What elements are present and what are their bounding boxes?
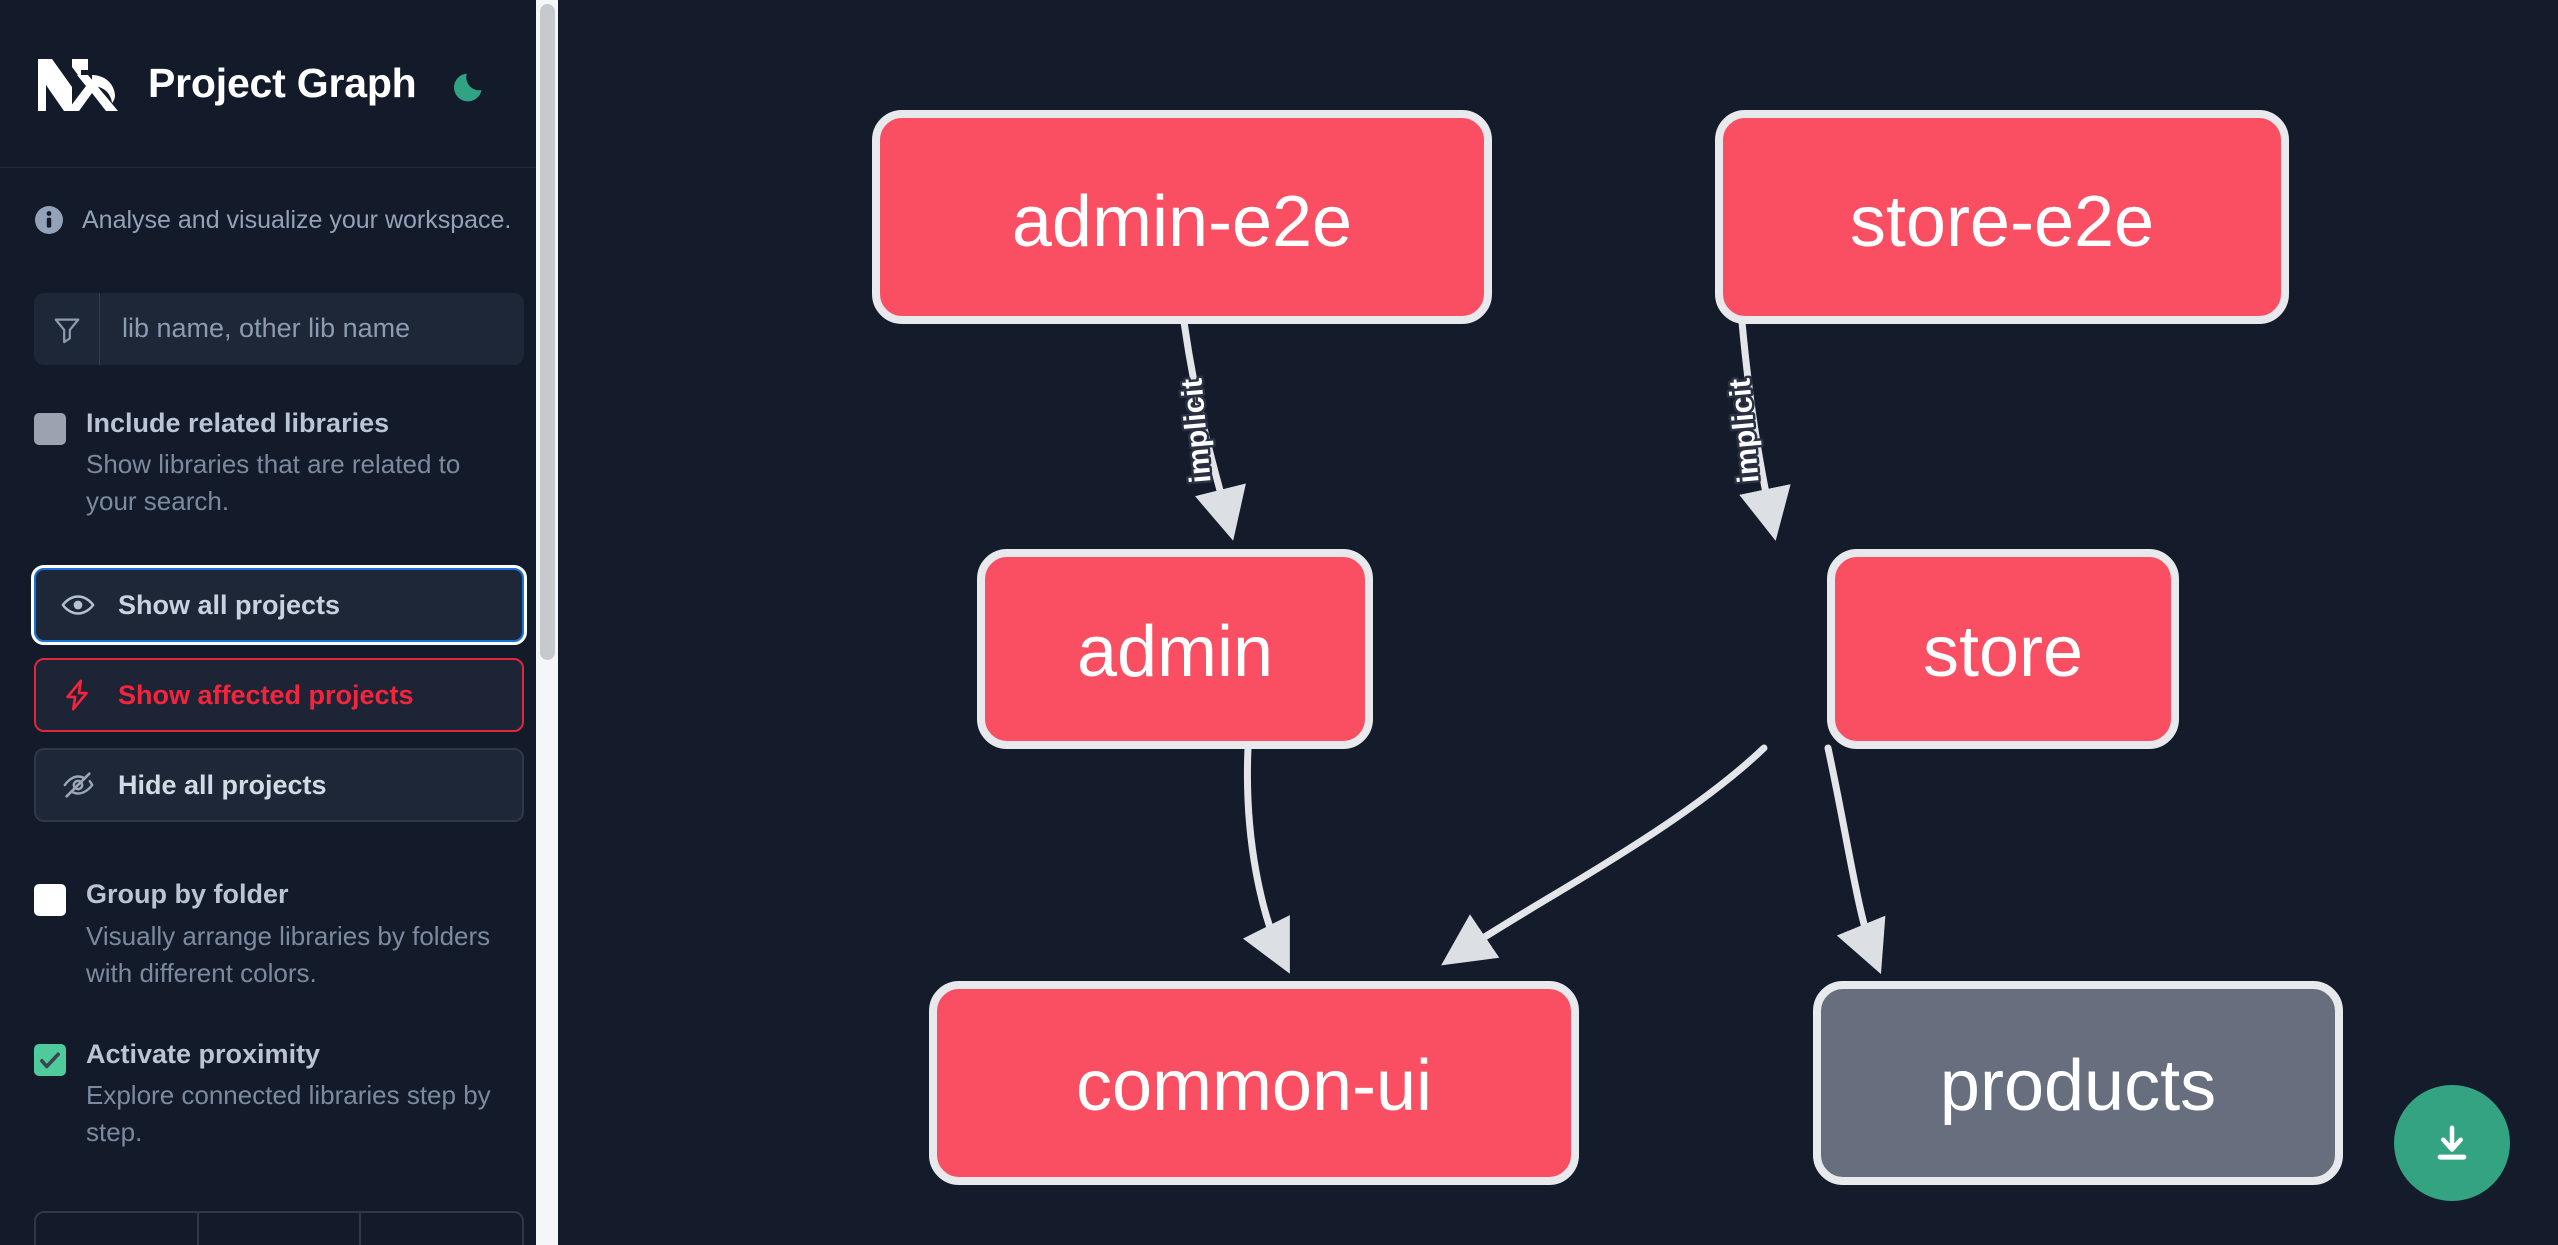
sidebar-header: Project Graph xyxy=(0,0,558,168)
edge-admin-e2e-to-admin[interactable] xyxy=(1180,318,1246,541)
edge-label-implicit-admin: implicit xyxy=(1176,377,1218,485)
lightning-icon xyxy=(60,677,96,713)
search-field[interactable] xyxy=(34,292,524,365)
edge-store-to-common-ui[interactable] xyxy=(1441,744,1768,966)
graph-edge-labels: implicit implicit xyxy=(1173,375,1768,488)
option-description: Explore connected libraries step by step… xyxy=(86,1080,491,1148)
node-label: admin xyxy=(1077,612,1273,692)
graph-node-admin[interactable]: admin xyxy=(977,549,1373,749)
download-graph-button[interactable] xyxy=(2394,1085,2510,1201)
info-circle-icon xyxy=(34,205,64,235)
check-icon xyxy=(40,1052,60,1068)
button-label: Show all projects xyxy=(118,589,341,620)
project-graph-svg: implicit implicit admin-e2e store-e2e ad… xyxy=(872,110,2343,1185)
node-label: store xyxy=(1923,612,2083,692)
eye-off-icon xyxy=(60,767,96,803)
node-label: store-e2e xyxy=(1850,182,2154,262)
checkbox-group-by-folder[interactable] xyxy=(34,884,66,917)
sidebar: Project Graph Analyse and visualize yo xyxy=(0,0,558,1245)
moon-icon[interactable] xyxy=(449,61,495,107)
edge-label-implicit-store: implicit xyxy=(1724,377,1766,485)
download-icon xyxy=(2437,1125,2467,1160)
show-affected-projects-button[interactable]: Show affected projects xyxy=(34,658,524,733)
segment-1[interactable] xyxy=(36,1213,199,1245)
edge-store-e2e-to-store[interactable] xyxy=(1738,318,1791,541)
checkbox-activate-proximity[interactable] xyxy=(34,1043,66,1076)
edge-admin-to-common-ui[interactable] xyxy=(1242,744,1290,974)
graph-node-store-e2e[interactable]: store-e2e xyxy=(1715,110,2289,324)
graph-canvas[interactable]: implicit implicit admin-e2e store-e2e ad… xyxy=(558,0,2558,1245)
option-title: Group by folder xyxy=(86,879,289,910)
search-input[interactable] xyxy=(100,292,524,365)
node-label: products xyxy=(1940,1046,2216,1126)
bottom-segmented-control[interactable] xyxy=(34,1211,524,1245)
eye-icon xyxy=(60,587,96,623)
option-title: Activate proximity xyxy=(86,1038,321,1069)
sidebar-scrollbar-thumb[interactable] xyxy=(540,4,555,660)
segment-2[interactable] xyxy=(199,1213,362,1245)
filter-icon xyxy=(34,292,100,365)
graph-nodes: admin-e2e store-e2e admin store common-u xyxy=(872,110,2343,1185)
option-activate-proximity[interactable]: Activate proximity Explore connected lib… xyxy=(0,1038,558,1152)
sidebar-info: Analyse and visualize your workspace. xyxy=(0,168,558,237)
edge-store-to-products[interactable] xyxy=(1824,744,1886,975)
button-label: Hide all projects xyxy=(118,769,327,800)
projects-button-group: Show all projects Show affected projects xyxy=(31,565,527,823)
option-description: Show libraries that are related to your … xyxy=(86,449,461,517)
node-label: common-ui xyxy=(1076,1046,1432,1126)
graph-node-admin-e2e[interactable]: admin-e2e xyxy=(872,110,1492,324)
option-description: Visually arrange libraries by folders wi… xyxy=(86,920,491,988)
option-title: Include related libraries xyxy=(86,407,390,438)
graph-node-products[interactable]: products xyxy=(1813,981,2343,1185)
sidebar-scrollbar[interactable] xyxy=(536,0,558,1245)
checkbox-include-related-libraries[interactable] xyxy=(34,412,66,445)
hide-all-projects-button[interactable]: Hide all projects xyxy=(34,748,524,823)
button-label: Show affected projects xyxy=(118,679,414,710)
nx-logo-icon xyxy=(34,53,130,115)
option-group-by-folder[interactable]: Group by folder Visually arrange librari… xyxy=(0,878,558,992)
graph-edges xyxy=(1180,318,1886,975)
option-include-related-libraries[interactable]: Include related libraries Show libraries… xyxy=(0,407,558,521)
segment-3[interactable] xyxy=(361,1213,522,1245)
page-title: Project Graph xyxy=(148,60,417,106)
graph-node-common-ui[interactable]: common-ui xyxy=(929,981,1579,1185)
show-all-projects-button[interactable]: Show all projects xyxy=(31,565,527,646)
node-label: admin-e2e xyxy=(1012,182,1352,262)
sidebar-info-text: Analyse and visualize your workspace. xyxy=(82,206,512,234)
graph-node-store[interactable]: store xyxy=(1827,549,2179,749)
